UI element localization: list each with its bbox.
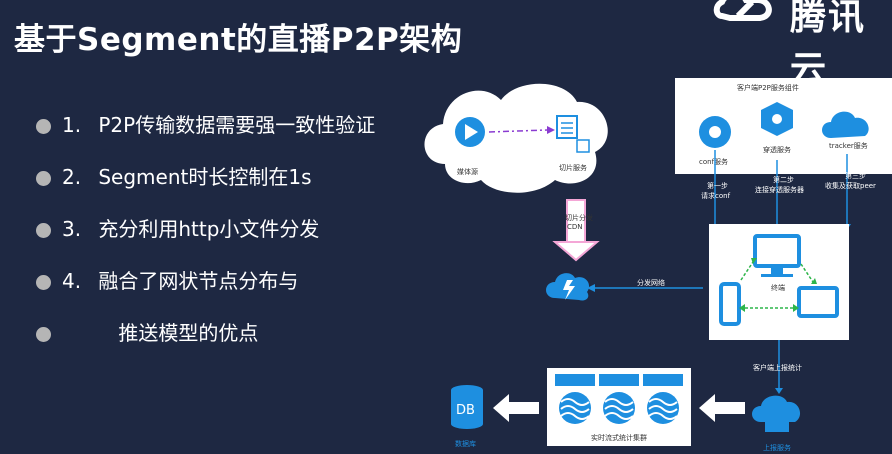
report-cloud-icon — [752, 395, 801, 422]
bullet-text: P2P传输数据需要强一致性验证 — [98, 113, 376, 137]
db-label: 数据库 — [455, 439, 476, 448]
report-cloud-label: 上报服务 — [763, 443, 791, 452]
db-icon-text: DB — [456, 403, 475, 418]
conf-label: conf服务 — [699, 157, 728, 166]
step1-label: 第一步请求conf — [701, 181, 731, 200]
bullet-item-2: 2. Segment时长控制在1s — [36, 164, 406, 191]
bullet-dot-icon — [36, 223, 51, 238]
cloud-to-cluster-arrow — [699, 394, 745, 422]
page-title: 基于Segment的直播P2P架构 — [14, 22, 463, 58]
bullet-text: 充分利用http小文件分发 — [98, 217, 320, 241]
stats-cluster-label: 实时流式统计集群 — [591, 433, 647, 442]
bullet-text: 融合了网状节点分布与 — [98, 269, 299, 293]
bullet-item-3: 3. 充分利用http小文件分发 — [36, 216, 406, 243]
bullet-dot-icon — [36, 119, 51, 134]
database-icon — [451, 390, 483, 424]
bullet-number: 2. — [62, 165, 82, 189]
bullet-dot-icon — [36, 171, 51, 186]
tencent-cloud-logo — [713, 0, 772, 21]
bullet-number: 1. — [62, 113, 82, 137]
bullet-item-4: 4. 融合了网状节点分布与 — [36, 268, 406, 295]
bullet-number: 3. — [62, 217, 82, 241]
tracker-service-icon — [822, 111, 869, 138]
desktop-icon — [753, 234, 801, 268]
bullet-dot-icon — [36, 275, 51, 290]
bullet-list: 1. P2P传输数据需要强一致性验证 2. Segment时长控制在1s 3. … — [36, 112, 406, 372]
step2-label: 第二步连接穿透服务器 — [755, 175, 804, 194]
bullet-dot-icon — [36, 327, 51, 342]
source-cloud-shape — [424, 83, 608, 193]
tracker-label: tracker服务 — [829, 141, 868, 150]
slice-label: 切片服务 — [559, 163, 587, 172]
laptop-icon — [797, 286, 839, 318]
punch-label: 穿透服务 — [763, 145, 791, 154]
report-label: 客户端上报统计 — [753, 363, 802, 372]
mesh-label: 终端 — [771, 283, 785, 292]
bullet-text: Segment时长控制在1s — [98, 165, 312, 189]
slice-service-icon — [556, 115, 578, 139]
bullet-text: 推送模型的优点 — [118, 321, 259, 345]
source-to-slice-arrow — [488, 129, 548, 133]
phone-icon — [719, 282, 741, 326]
bullet-item-1: 1. P2P传输数据需要强一致性验证 — [36, 112, 406, 139]
distribute-label: 分发网络 — [637, 278, 665, 287]
source-label: 媒体源 — [457, 167, 478, 176]
cdn-arrow-head — [552, 241, 600, 262]
bullet-number: 4. — [62, 269, 82, 293]
bullet-item-5: 推送模型的优点 — [36, 320, 406, 347]
client-group-title: 客户端P2P服务组件 — [737, 83, 799, 92]
step3-label: 第三步收集及获取peer — [825, 171, 876, 190]
cluster-to-db-arrow — [493, 394, 539, 422]
